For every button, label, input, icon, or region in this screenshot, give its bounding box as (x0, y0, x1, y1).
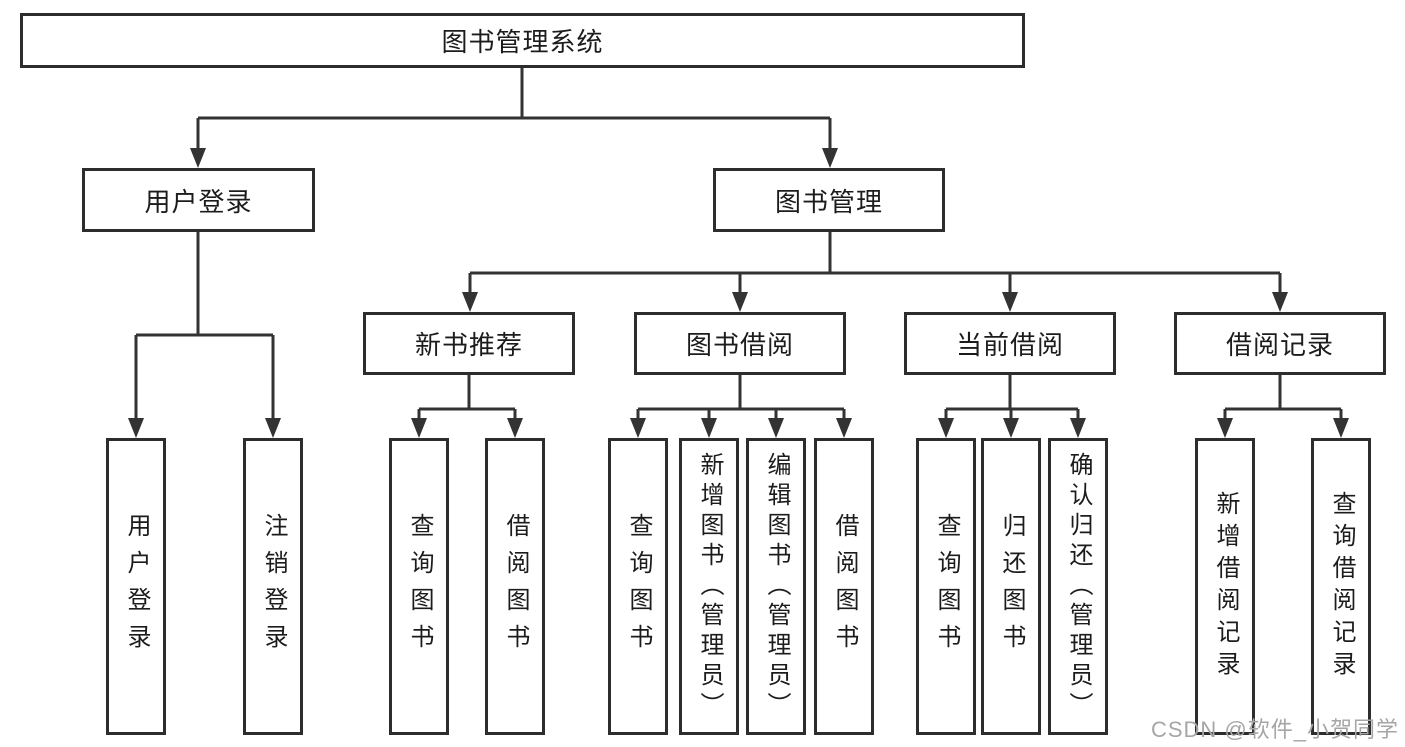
leaf-borrow-query: 查询图书 (608, 438, 668, 735)
leaf-records-query: 查询借阅记录 (1311, 438, 1371, 735)
leaf-logout-label: 注销登录 (260, 512, 287, 661)
leaf-records-query-label: 查询借阅记录 (1328, 490, 1355, 683)
node-book-borrow-label: 图书借阅 (685, 330, 794, 360)
leaf-newbooks-query: 查询图书 (389, 438, 449, 735)
leaf-newbooks-borrow-label: 借阅图书 (502, 512, 529, 661)
leaf-current-query: 查询图书 (916, 438, 976, 735)
node-new-books-label: 新书推荐 (414, 330, 523, 360)
node-book-borrow: 图书借阅 (634, 312, 846, 375)
leaf-current-confirm-label: 确认归还（管理员） (1065, 451, 1092, 722)
leaf-borrow-borrow-label: 借阅图书 (831, 512, 858, 661)
node-borrow-records-label: 借阅记录 (1225, 330, 1334, 360)
leaf-newbooks-borrow: 借阅图书 (485, 438, 545, 735)
node-book-mgmt: 图书管理 (713, 168, 945, 232)
leaf-borrow-borrow: 借阅图书 (814, 438, 874, 735)
leaf-user-login: 用户登录 (106, 438, 166, 735)
node-new-books: 新书推荐 (363, 312, 575, 375)
node-user-login: 用户登录 (82, 168, 315, 232)
leaf-borrow-add-label: 新增图书（管理员） (696, 451, 723, 722)
leaf-user-login-label: 用户登录 (123, 512, 150, 661)
leaf-current-return-label: 归还图书 (998, 512, 1025, 661)
leaf-borrow-edit-label: 编辑图书（管理员） (763, 451, 790, 722)
leaf-newbooks-query-label: 查询图书 (406, 512, 433, 661)
node-current-borrow: 当前借阅 (904, 312, 1116, 375)
node-root-label: 图书管理系统 (441, 27, 604, 57)
node-borrow-records: 借阅记录 (1174, 312, 1386, 375)
leaf-current-query-label: 查询图书 (933, 512, 960, 661)
node-root: 图书管理系统 (20, 13, 1025, 68)
watermark: CSDN @软件_小贺同学 (1150, 717, 1399, 742)
leaf-borrow-edit: 编辑图书（管理员） (746, 438, 806, 735)
leaf-records-add: 新增借阅记录 (1195, 438, 1255, 735)
leaf-borrow-query-label: 查询图书 (625, 512, 652, 661)
leaf-logout: 注销登录 (243, 438, 303, 735)
node-user-login-label: 用户登录 (144, 186, 253, 217)
node-current-borrow-label: 当前借阅 (955, 330, 1064, 360)
leaf-records-add-label: 新增借阅记录 (1212, 490, 1239, 683)
leaf-borrow-add: 新增图书（管理员） (679, 438, 739, 735)
leaf-current-confirm: 确认归还（管理员） (1048, 438, 1108, 735)
node-book-mgmt-label: 图书管理 (774, 186, 883, 217)
leaf-current-return: 归还图书 (981, 438, 1041, 735)
